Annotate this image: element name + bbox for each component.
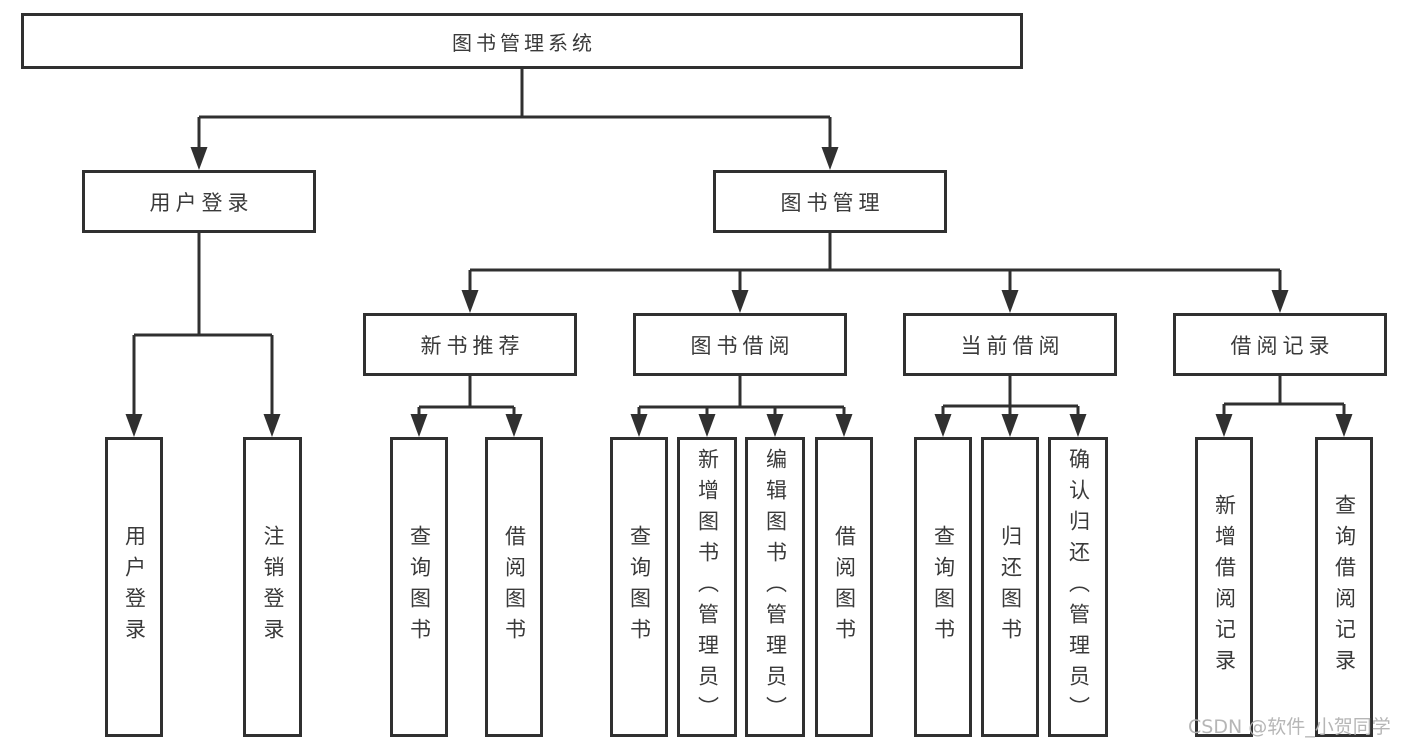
arrow-down-icon [1335,414,1353,437]
node-library-management-system: 图书管理系统 [21,13,1023,69]
node-book-management: 图书管理 [713,170,947,233]
node-current-borrowing: 当前借阅 [903,313,1117,376]
arrow-down-icon [698,414,716,437]
connector-lines [132,69,1346,417]
arrowhead-icons [125,147,1353,437]
node-user-login-leaf: 用户登录 [105,437,163,737]
node-cb-confirm-return-admin: 确认归还（管理员） [1048,437,1108,737]
arrow-down-icon [1001,290,1019,313]
arrow-down-icon [766,414,784,437]
node-bb-query-books: 查询图书 [610,437,668,737]
node-cb-return-books: 归还图书 [981,437,1039,737]
arrow-down-icon [1215,414,1233,437]
node-bb-add-books-admin: 新增图书（管理员） [677,437,737,737]
node-bb-borrow-books: 借阅图书 [815,437,873,737]
node-label: 归还图书 [998,525,1023,649]
node-label: 新书推荐 [420,333,525,358]
node-label: 查询图书 [931,525,956,649]
node-borrowing-records: 借阅记录 [1173,313,1387,376]
node-bb-edit-books-admin: 编辑图书（管理员） [745,437,805,737]
node-label: 新增借阅记录 [1212,494,1237,680]
arrow-down-icon [731,290,749,313]
arrow-down-icon [190,147,208,170]
arrow-down-icon [125,414,143,437]
arrow-down-icon [461,290,479,313]
arrow-down-icon [821,147,839,170]
arrow-down-icon [1271,290,1289,313]
node-label: 借阅图书 [502,525,527,649]
node-label: 编辑图书（管理员） [763,447,788,727]
node-label: 新增图书（管理员） [695,447,720,727]
node-label: 图书管理 [780,190,885,215]
node-br-add-record: 新增借阅记录 [1195,437,1253,737]
node-nbr-query-books: 查询图书 [390,437,448,737]
node-label: 用户登录 [149,190,254,215]
node-new-book-recommend: 新书推荐 [363,313,577,376]
arrow-down-icon [263,414,281,437]
node-label: 查询借阅记录 [1332,494,1357,680]
node-logout: 注销登录 [243,437,302,737]
node-nbr-borrow-books: 借阅图书 [485,437,543,737]
node-user-login: 用户登录 [82,170,316,233]
arrow-down-icon [1069,414,1087,437]
node-br-query-record: 查询借阅记录 [1315,437,1373,737]
node-label: 图书借阅 [690,333,795,358]
node-book-borrowing: 图书借阅 [633,313,847,376]
watermark: CSDN @软件_小贺同学 [1188,716,1391,738]
node-label: 借阅记录 [1230,333,1335,358]
arrow-down-icon [630,414,648,437]
node-label: 借阅图书 [832,525,857,649]
arrow-down-icon [505,414,523,437]
arrow-down-icon [410,414,428,437]
arrow-down-icon [934,414,952,437]
arrow-down-icon [835,414,853,437]
node-label: 图书管理系统 [452,30,596,55]
node-cb-query-books: 查询图书 [914,437,972,737]
node-label: 查询图书 [627,525,652,649]
node-label: 当前借阅 [960,333,1065,358]
node-label: 确认归还（管理员） [1066,447,1091,727]
node-label: 查询图书 [407,525,432,649]
arrow-down-icon [1001,414,1019,437]
node-label: 用户登录 [122,525,147,649]
node-label: 注销登录 [261,525,285,649]
